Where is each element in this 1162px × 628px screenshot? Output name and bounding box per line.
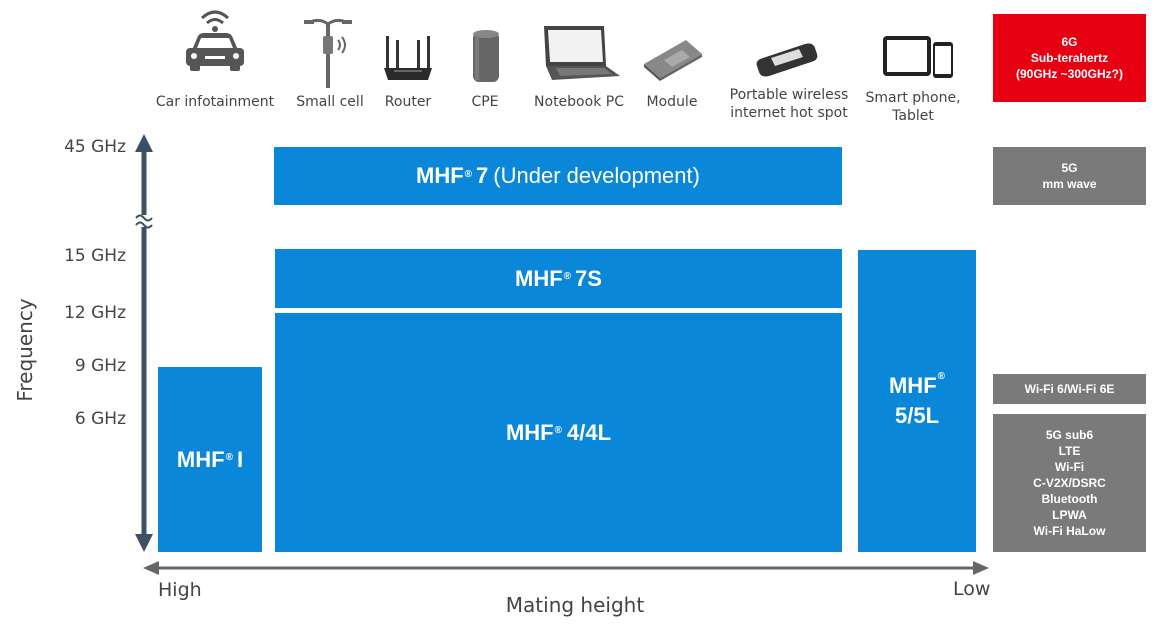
- x-axis-high-label: High: [158, 579, 202, 601]
- y-axis-arrow-top: [135, 134, 153, 152]
- product-name: MHF: [505, 419, 554, 445]
- product-name: MHF: [416, 163, 464, 188]
- y-axis-arrow-bottom: [135, 534, 153, 552]
- device-phone-tablet: Smart phone, Tablet: [860, 0, 966, 125]
- device-label: Notebook PC: [534, 94, 624, 110]
- band-line: 6G: [1061, 35, 1078, 49]
- hotspot-icon: [756, 43, 818, 77]
- product-suffix: 5/5L: [894, 403, 940, 428]
- router-icon: [384, 36, 432, 80]
- device-label: Router: [384, 94, 432, 110]
- y-tick: 45 GHz: [64, 137, 126, 157]
- product-note: (Under development): [493, 163, 700, 188]
- phone-tablet-icon: [883, 36, 953, 78]
- device-label: Module: [646, 94, 698, 110]
- x-axis-title: Mating height: [505, 593, 645, 617]
- band-line: Bluetooth: [1041, 492, 1098, 506]
- product-name: MHF: [888, 373, 937, 398]
- car-icon: [186, 10, 244, 71]
- device-module: Module: [640, 0, 704, 111]
- device-label: Portable wireless internet hot spot: [729, 87, 849, 121]
- small-cell-icon: [304, 18, 352, 88]
- product-suffix: 7S: [575, 265, 602, 291]
- device-small-cell: Small cell: [290, 0, 370, 111]
- band-6g: 6G Sub-terahertz (90GHz ~300GHz?): [993, 14, 1146, 102]
- product-mhf7s: MHF® 7S: [275, 249, 842, 308]
- device-label: Small cell: [296, 94, 364, 110]
- band-line: Wi-Fi HaLow: [1033, 524, 1106, 538]
- notebook-icon: [544, 26, 620, 80]
- registered-mark: ®: [464, 168, 473, 180]
- band-line: Sub-terahertz: [1030, 51, 1109, 65]
- x-axis-arrow-right: [973, 561, 989, 575]
- device-label: Car infotainment: [155, 94, 275, 110]
- band-line: (90GHz ~300GHz?): [1015, 67, 1124, 81]
- product-mhf7: MHF® 7 (Under development): [274, 147, 842, 205]
- y-tick: 9 GHz: [74, 356, 126, 376]
- product-name: MHF: [176, 446, 225, 472]
- registered-mark: ®: [225, 452, 233, 463]
- device-notebook: Notebook PC: [530, 0, 628, 111]
- registered-mark: ®: [937, 371, 946, 382]
- band-sub6: 5G sub6 LTE Wi-Fi C-V2X/DSRC Bluetooth L…: [993, 414, 1146, 552]
- module-icon: [644, 40, 702, 81]
- band-line: C-V2X/DSRC: [1033, 476, 1106, 490]
- band-line: Wi-Fi 6/Wi-Fi 6E: [1024, 382, 1115, 396]
- product-mhf5-5l: MHF® 5/5L: [858, 250, 976, 552]
- cpe-icon: [473, 30, 499, 82]
- product-mhf1: MHF® I: [158, 367, 262, 552]
- band-wifi6: Wi-Fi 6/Wi-Fi 6E: [993, 374, 1146, 404]
- device-label: CPE: [471, 94, 499, 110]
- band-line: 5G sub6: [1045, 428, 1094, 442]
- device-label: Smart phone, Tablet: [865, 90, 961, 124]
- product-suffix: 4/4L: [567, 419, 612, 445]
- product-suffix: 7: [476, 163, 489, 188]
- registered-mark: ®: [554, 425, 562, 436]
- y-tick: 6 GHz: [74, 409, 126, 429]
- y-tick: 12 GHz: [64, 303, 126, 323]
- device-router: Router: [378, 0, 438, 111]
- band-line: Wi-Fi: [1054, 460, 1085, 474]
- x-axis-low-label: Low: [953, 578, 991, 600]
- product-name: MHF: [515, 265, 563, 291]
- band-line: mm wave: [1042, 177, 1097, 191]
- band-line: 5G: [1061, 161, 1078, 175]
- axis-break-top: [135, 214, 153, 222]
- product-suffix: I: [236, 446, 244, 472]
- product-mhf4-4l: MHF® 4/4L: [275, 313, 842, 552]
- device-cpe: CPE: [455, 0, 515, 111]
- band-line: LTE: [1058, 444, 1081, 458]
- y-tick: 15 GHz: [64, 246, 126, 266]
- device-car: Car infotainment: [155, 0, 275, 111]
- registered-mark: ®: [563, 271, 572, 282]
- device-hotspot: Portable wireless internet hot spot: [726, 0, 852, 122]
- x-axis-arrow-left: [143, 561, 159, 575]
- band-5g-mmwave: 5G mm wave: [993, 147, 1146, 205]
- axis-break-bottom: [135, 221, 153, 229]
- y-axis-title: Frequency: [13, 298, 37, 402]
- band-line: LPWA: [1052, 508, 1087, 522]
